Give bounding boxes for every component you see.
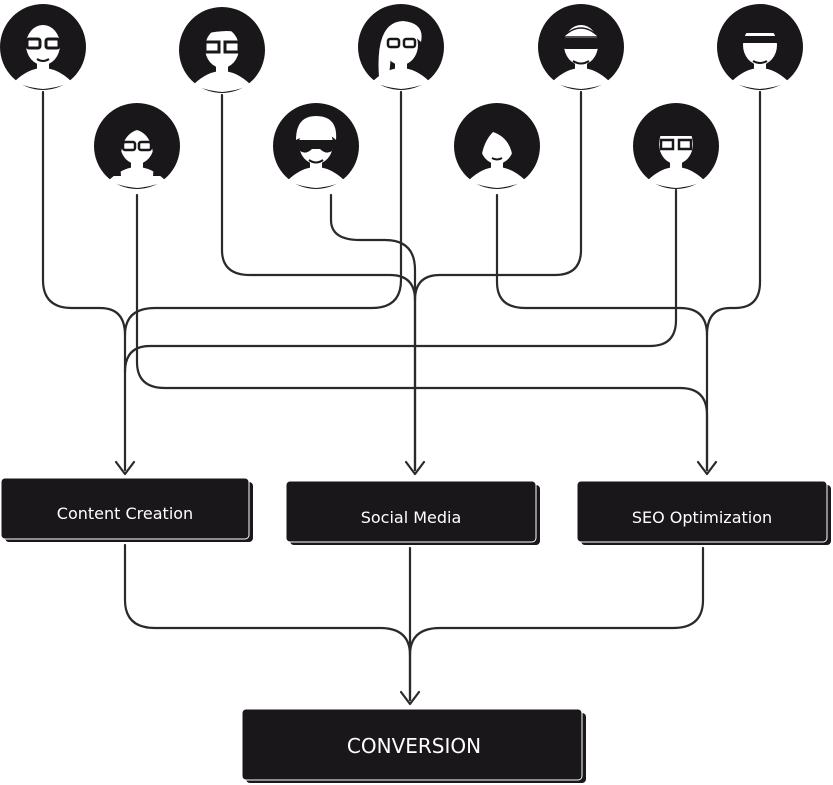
connector-line: [220, 93, 417, 472]
channel-label: Social Media: [361, 508, 462, 527]
channel-label: SEO Optimization: [632, 508, 772, 527]
connector-lines: [41, 90, 762, 472]
connector-line: [413, 90, 583, 302]
channel-box-content-creation: Content Creation: [0, 477, 253, 542]
connector-line: [123, 188, 678, 374]
connector-line: [123, 90, 403, 337]
connector-line: [705, 90, 762, 337]
arrowhead-icon: [696, 460, 718, 476]
person-glasses-bald-icon: [0, 4, 86, 90]
channel-label: Content Creation: [57, 504, 193, 523]
arrowhead-icon: [114, 460, 136, 476]
person-sunglasses-icon: [273, 103, 359, 189]
arrowhead-icon: [399, 690, 421, 706]
channel-arrowheads: [114, 460, 718, 476]
connector-line: [123, 543, 412, 702]
connector-line: [495, 193, 709, 472]
arrowhead-icon: [404, 460, 426, 476]
connector-line: [135, 193, 709, 472]
conversion-box: CONVERSION: [241, 708, 586, 783]
person-goggles-icon: [538, 4, 624, 90]
conversion-lines: [123, 543, 705, 706]
channel-box-social-media: Social Media: [285, 480, 540, 545]
conversion-label: CONVERSION: [347, 734, 481, 758]
connector-line: [41, 90, 127, 472]
person-glasses-spiky-hair-icon: [633, 103, 719, 189]
person-headband-icon: [717, 4, 803, 90]
channel-box-seo-optimization: SEO Optimization: [576, 480, 831, 545]
person-glasses-long-hair-icon: [358, 4, 444, 90]
person-glasses-curly-hair-icon: [94, 103, 180, 189]
person-bob-hair-icon: [454, 103, 540, 189]
avatar-group: [0, 4, 803, 189]
person-glasses-short-hair-icon: [179, 7, 265, 93]
connector-line: [408, 546, 705, 657]
connector-line: [329, 193, 417, 472]
